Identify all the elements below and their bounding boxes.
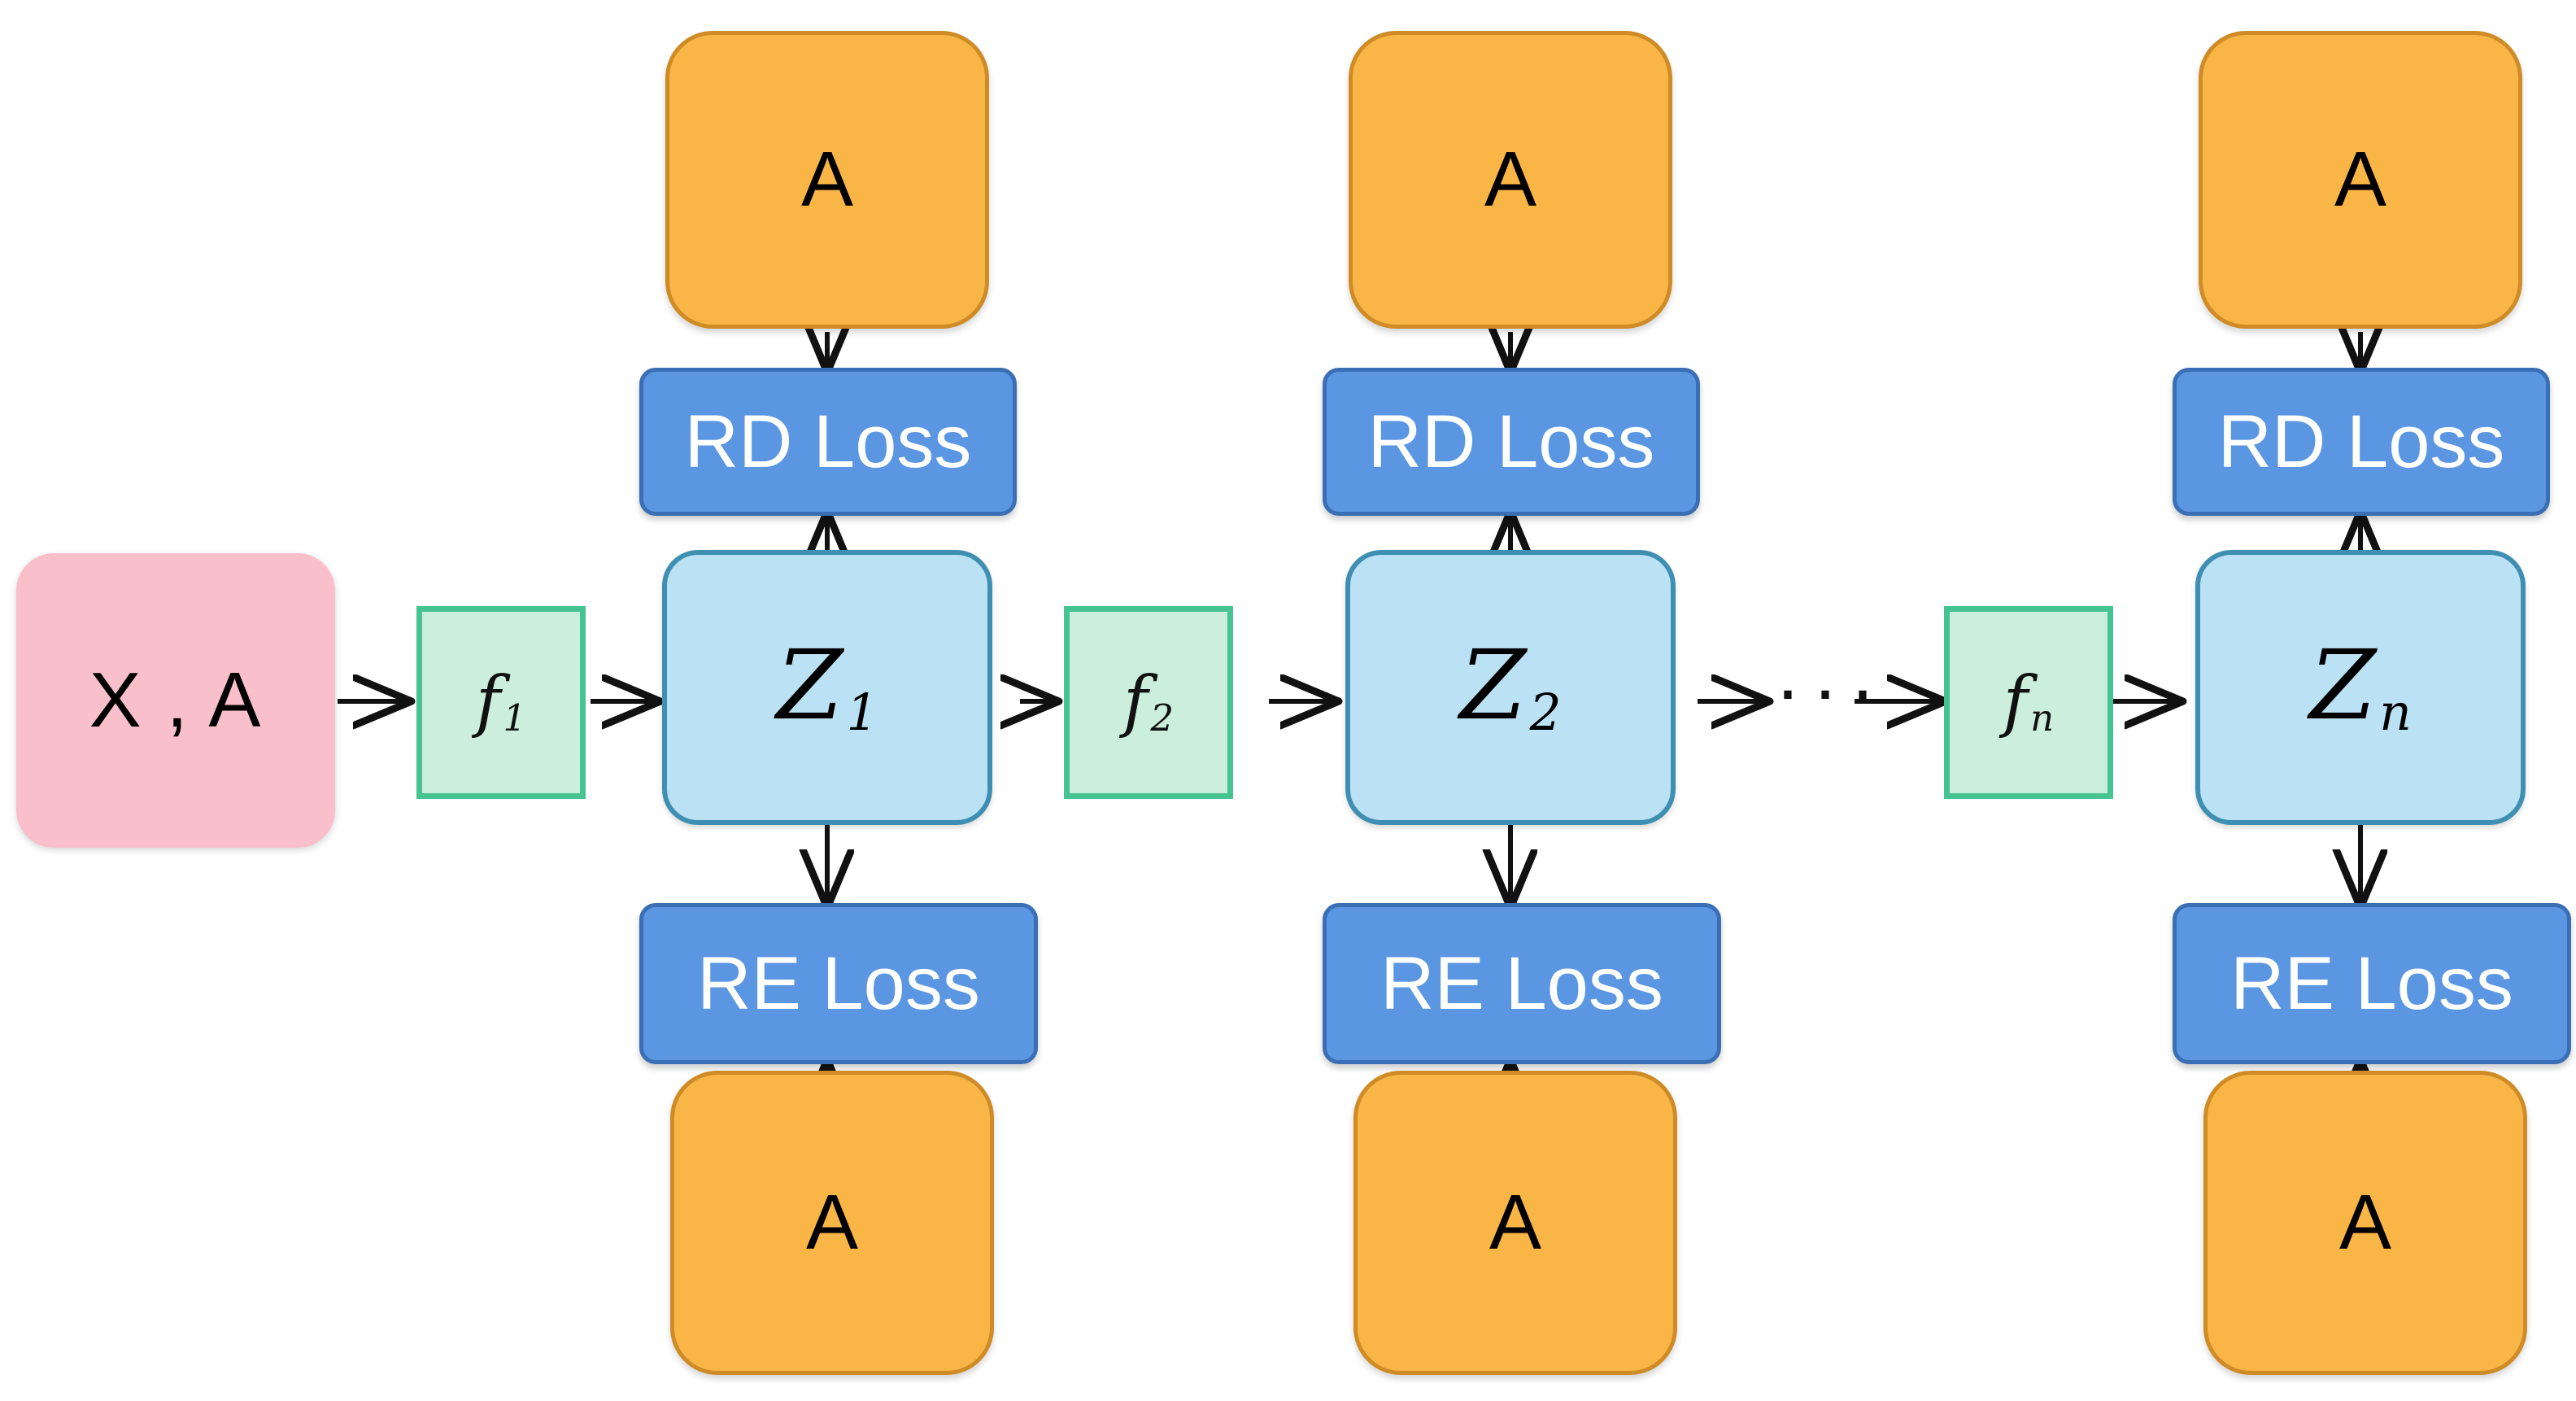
function-node-3-label: fn [2003, 662, 2055, 740]
ellipsis-label: ··· [1775, 646, 1887, 733]
adjacency-top-1-label: A [800, 136, 854, 223]
adjacency-bottom-2-label: A [1489, 1179, 1542, 1266]
re-loss-3-label: RE Loss [2230, 941, 2513, 1025]
function-node-3[interactable]: fn [1944, 606, 2113, 799]
adjacency-bottom-3-label: A [2338, 1179, 2392, 1266]
ellipsis: ··· [1775, 651, 1887, 729]
rd-loss-3[interactable]: RD Loss [2173, 368, 2550, 516]
adjacency-bottom-1-label: A [805, 1179, 859, 1266]
re-loss-2[interactable]: RE Loss [1323, 903, 1721, 1064]
input-node-label: X , A [89, 657, 263, 744]
function-node-2-label: f2 [1122, 662, 1175, 740]
latent-node-3[interactable]: Zn [2195, 550, 2526, 825]
adjacency-top-3[interactable]: A [2199, 31, 2522, 329]
rd-loss-1-label: RD Loss [684, 399, 972, 483]
rd-loss-2-label: RD Loss [1367, 399, 1655, 483]
re-loss-2-label: RE Loss [1380, 941, 1663, 1025]
adjacency-bottom-1[interactable]: A [670, 1071, 994, 1375]
adjacency-top-1[interactable]: A [665, 31, 989, 329]
input-node[interactable]: X , A [16, 553, 335, 848]
latent-node-1[interactable]: Z1 [662, 550, 992, 825]
adjacency-top-2[interactable]: A [1349, 31, 1672, 329]
re-loss-1-label: RE Loss [697, 941, 980, 1025]
adjacency-top-2-label: A [1484, 136, 1537, 223]
function-node-2[interactable]: f2 [1064, 606, 1233, 799]
adjacency-bottom-3[interactable]: A [2203, 1071, 2527, 1375]
latent-node-3-label: Zn [2309, 629, 2412, 742]
adjacency-bottom-2[interactable]: A [1353, 1071, 1677, 1375]
latent-node-2-label: Z2 [1459, 629, 1562, 742]
latent-node-1-label: Z1 [776, 629, 878, 742]
adjacency-top-3-label: A [2334, 136, 2387, 223]
function-node-1-label: f1 [475, 662, 527, 740]
re-loss-3[interactable]: RE Loss [2173, 903, 2571, 1064]
rd-loss-3-label: RD Loss [2217, 399, 2505, 483]
re-loss-1[interactable]: RE Loss [639, 903, 1038, 1064]
latent-node-2[interactable]: Z2 [1345, 550, 1676, 825]
rd-loss-2[interactable]: RD Loss [1323, 368, 1700, 516]
rd-loss-1[interactable]: RD Loss [639, 368, 1017, 516]
function-node-1[interactable]: f1 [416, 606, 586, 799]
